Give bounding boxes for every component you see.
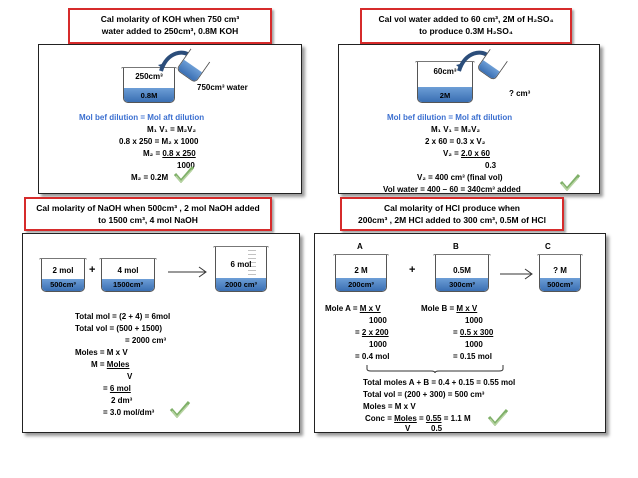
q3-title-line2: to 1500 cm³, 4 mol NaOH <box>98 215 198 225</box>
check-icon <box>487 409 509 426</box>
q4-mole-a-line1: Mole A = M x V <box>325 304 381 313</box>
q4-beaker-b: 0.5M 300cm³ <box>433 254 491 292</box>
q2-water-label: ? cm³ <box>509 89 531 98</box>
q3-line3: = 2000 cm³ <box>125 336 167 345</box>
q2-panel: 60cm³ 2M ? cm³ Mol bef dilution = Mol af… <box>338 44 600 194</box>
q2-beaker-volume: 60cm³ <box>433 67 457 76</box>
q3-beaker-3-vol: 2000 cm³ <box>224 280 258 289</box>
q2-beaker-conc: 2M <box>439 91 451 100</box>
q2-line5: V₂ = 400 cm³ (final vol) <box>417 173 503 182</box>
q4-line5-val: 0.5 <box>431 424 443 433</box>
q4-beaker-a: 2 M 200cm³ <box>333 254 389 292</box>
q3-beaker-1-mol: 2 mol <box>52 266 74 275</box>
q1-beaker: 250cm³ 0.8M <box>121 67 177 103</box>
q1-beaker-volume: 250cm³ <box>135 72 163 81</box>
q1-result: M₂ = 0.2M <box>131 173 169 182</box>
q4-line3: Moles = M x V <box>363 402 416 411</box>
q3-beaker-2-vol: 1500cm³ <box>112 280 144 289</box>
q4-line5-v: V <box>405 424 411 433</box>
q1-water-label: 750cm³ water <box>197 83 248 92</box>
q1-line1: M₁ V₁ = M₂V₂ <box>147 125 197 134</box>
q4-title-box: Cal molarity of HCl produce when 200cm³ … <box>340 197 564 231</box>
q3-result: = 3.0 mol/dm³ <box>103 408 155 417</box>
q4-mole-a-line3: = 2 x 200 <box>355 328 389 337</box>
q1-beaker-conc: 0.8M <box>140 91 158 100</box>
q4-mole-a-result: = 0.4 mol <box>355 352 390 361</box>
q3-line6: V <box>127 372 133 381</box>
q4-panel: A B C 2 M 200cm³ + 0.5M 300cm³ ? M 500cm… <box>314 233 606 433</box>
q3-title-line1: Cal molarity of NaOH when 500cm³ , 2 mol… <box>36 203 260 213</box>
q2-title-line2: to produce 0.3M H₂SO₄ <box>419 26 513 36</box>
q4-beaker-b-vol: 300cm³ <box>449 280 475 289</box>
q4-mole-b-line1: Mole B = M x V <box>421 304 478 313</box>
q1-panel: 250cm³ 0.8M 750cm³ water Mol bef dilutio… <box>38 44 302 194</box>
q3-beaker-2-mol: 4 mol <box>117 266 139 275</box>
q1-rule: Mol bef dilution = Mol aft dilution <box>79 113 205 122</box>
q4-mole-b-line2: 1000 <box>465 316 483 325</box>
q4-mole-a-line2: 1000 <box>369 316 387 325</box>
arrow-right-icon <box>500 268 533 280</box>
q4-mole-b-line3: = 0.5 x 300 <box>453 328 494 337</box>
q2-beaker: 60cm³ 2M <box>415 61 475 103</box>
q4-mole-b-result: = 0.15 mol <box>453 352 492 361</box>
q3-line1: Total mol = (2 + 4) = 6mol <box>75 312 171 321</box>
q2-line2: 2 x 60 = 0.3 x V₂ <box>425 137 486 146</box>
q3-beaker-1-vol: 500cm³ <box>50 280 76 289</box>
q2-rule: Mol bef dilution = Mol aft dilution <box>387 113 513 122</box>
label-c: C <box>545 242 551 251</box>
check-icon <box>169 401 191 418</box>
q2-title-box: Cal vol water added to 60 cm³, 2M of H₂S… <box>360 8 572 44</box>
plus-sign: + <box>409 264 416 276</box>
q4-beaker-b-conc: 0.5M <box>453 266 471 275</box>
brace-icon <box>366 365 504 374</box>
q4-title-line1: Cal molarity of HCl produce when <box>383 203 521 213</box>
q4-title-line2: 200cm³ , 2M HCl added to 300 cm³, 0.5M o… <box>358 215 546 225</box>
q4-beaker-a-vol: 200cm³ <box>348 280 374 289</box>
check-icon <box>559 174 581 191</box>
check-icon <box>173 166 195 183</box>
q1-title-line1: Cal molarity of KOH when 750 cm³ <box>100 14 240 24</box>
q1-line3: M₂ = 0.8 x 250 <box>143 149 196 158</box>
q4-beaker-c-vol: 500cm³ <box>547 280 573 289</box>
q3-line7: = 6 mol <box>103 384 131 393</box>
q1-line2: 0.8 x 250 = M₂ x 1000 <box>119 137 199 146</box>
q4-line1: Total moles A + B = 0.4 + 0.15 = 0.55 mo… <box>363 378 516 387</box>
q1-line4: 1000 <box>177 161 195 170</box>
q3-beaker-1: 2 mol 500cm³ <box>39 258 87 292</box>
q1-title-line2: water added to 250cm³, 0.8M KOH <box>101 26 239 36</box>
q3-title-box: Cal molarity of NaOH when 500cm³ , 2 mol… <box>24 197 272 231</box>
q2-line4: 0.3 <box>485 161 497 170</box>
q2-line1: M₁ V₁ = M₂V₂ <box>431 125 481 134</box>
q2-line6: Vol water = 400 – 60 = 340cm³ added <box>383 185 521 194</box>
q2-title-line1: Cal vol water added to 60 cm³, 2M of H₂S… <box>378 14 554 24</box>
q3-line8: 2 dm³ <box>111 396 133 405</box>
q4-beaker-a-conc: 2 M <box>354 266 368 275</box>
q3-beaker-3: 6 mol 2000 cm³ <box>213 246 269 292</box>
q3-line4: Moles = M x V <box>75 348 128 357</box>
q4-mole-b-line4: 1000 <box>465 340 483 349</box>
q1-title-box: Cal molarity of KOH when 750 cm³ water a… <box>68 8 272 44</box>
label-a: A <box>357 242 363 251</box>
q4-mole-a-line4: 1000 <box>369 340 387 349</box>
label-b: B <box>453 242 459 251</box>
q4-line2: Total vol = (200 + 300) = 500 cm³ <box>363 390 485 399</box>
q4-beaker-c: ? M 500cm³ <box>537 254 583 292</box>
q3-line5: M = Moles <box>91 360 130 369</box>
q3-line2: Total vol = (500 + 1500) <box>75 324 163 333</box>
q4-line4: Conc = Moles = 0.55 = 1.1 M <box>365 414 471 423</box>
arrow-right-icon <box>168 266 207 278</box>
q3-beaker-3-mol: 6 mol <box>230 260 252 269</box>
q2-line3: V₂ = 2.0 x 60 <box>443 149 490 158</box>
q3-beaker-2: 4 mol 1500cm³ <box>99 258 157 292</box>
plus-sign: + <box>89 264 96 276</box>
q4-beaker-c-conc: ? M <box>553 266 567 275</box>
q3-panel: 2 mol 500cm³ + 4 mol 1500cm³ 6 mol 2000 … <box>22 233 300 433</box>
